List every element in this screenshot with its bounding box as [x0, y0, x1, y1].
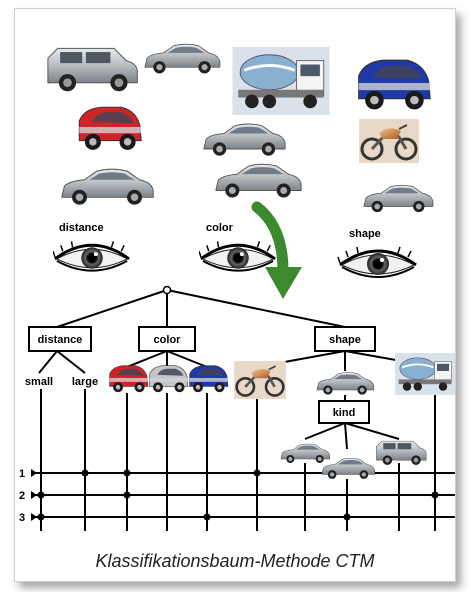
class-image-kind-wagon — [321, 457, 376, 480]
eye-icon — [337, 245, 418, 279]
eye-icon — [199, 239, 277, 273]
image-suv-silver — [47, 47, 138, 92]
class-image-kind-suv — [376, 440, 427, 466]
class-image-motorcycle — [233, 361, 287, 399]
classification-kind: kind — [318, 400, 370, 424]
row-number-2: 2 — [19, 490, 25, 502]
row-number-3: 3 — [19, 512, 25, 524]
classification-color: color — [138, 326, 196, 352]
eye-label-distance: distance — [59, 222, 104, 234]
image-smart-red — [78, 106, 142, 151]
class-image-blue-car — [189, 365, 229, 393]
eye-icon — [53, 239, 131, 273]
tree-root-node — [162, 285, 172, 295]
classification-label-color: color — [154, 334, 182, 346]
row-arrowheads — [31, 469, 37, 521]
eye-label-shape: shape — [349, 228, 381, 240]
class-image-red-car — [109, 365, 149, 393]
image-convertible-silver — [203, 123, 286, 157]
classification-label-distance: distance — [38, 334, 83, 346]
arrow-down-icon — [251, 201, 302, 299]
criteria-eyes: distance color shape — [53, 222, 418, 279]
eye-label-color: color — [206, 222, 234, 234]
classification-distance: distance — [28, 326, 92, 352]
diagram-frame: distance color shape — [14, 8, 456, 582]
image-motorcycle — [359, 119, 419, 163]
figure-caption: Klassifikationsbaum-Methode CTM — [95, 551, 374, 571]
classification-shape: shape — [314, 326, 376, 352]
class-image-sedan — [316, 371, 375, 396]
row-number-1: 1 — [19, 468, 25, 480]
class-image-kind-sedan — [280, 443, 331, 464]
class-image-truck — [395, 353, 455, 395]
classification-label-kind: kind — [333, 407, 356, 419]
image-coupe-silver — [215, 163, 302, 199]
image-car-silver-b — [61, 168, 154, 206]
test-case-markers — [37, 469, 439, 521]
classification-tree-diagram: distance color shape — [19, 43, 455, 571]
image-car-silver-a — [144, 43, 221, 74]
image-station-wagon — [363, 184, 434, 213]
sample-objects — [47, 43, 434, 213]
class-label-small: small — [25, 376, 53, 388]
image-concrete-mixer-truck — [230, 47, 332, 115]
class-label-large: large — [72, 376, 98, 388]
classification-tree — [33, 289, 455, 531]
classification-label-shape: shape — [329, 334, 361, 346]
class-image-silver-car — [149, 365, 189, 393]
image-smart-blue — [357, 59, 431, 111]
